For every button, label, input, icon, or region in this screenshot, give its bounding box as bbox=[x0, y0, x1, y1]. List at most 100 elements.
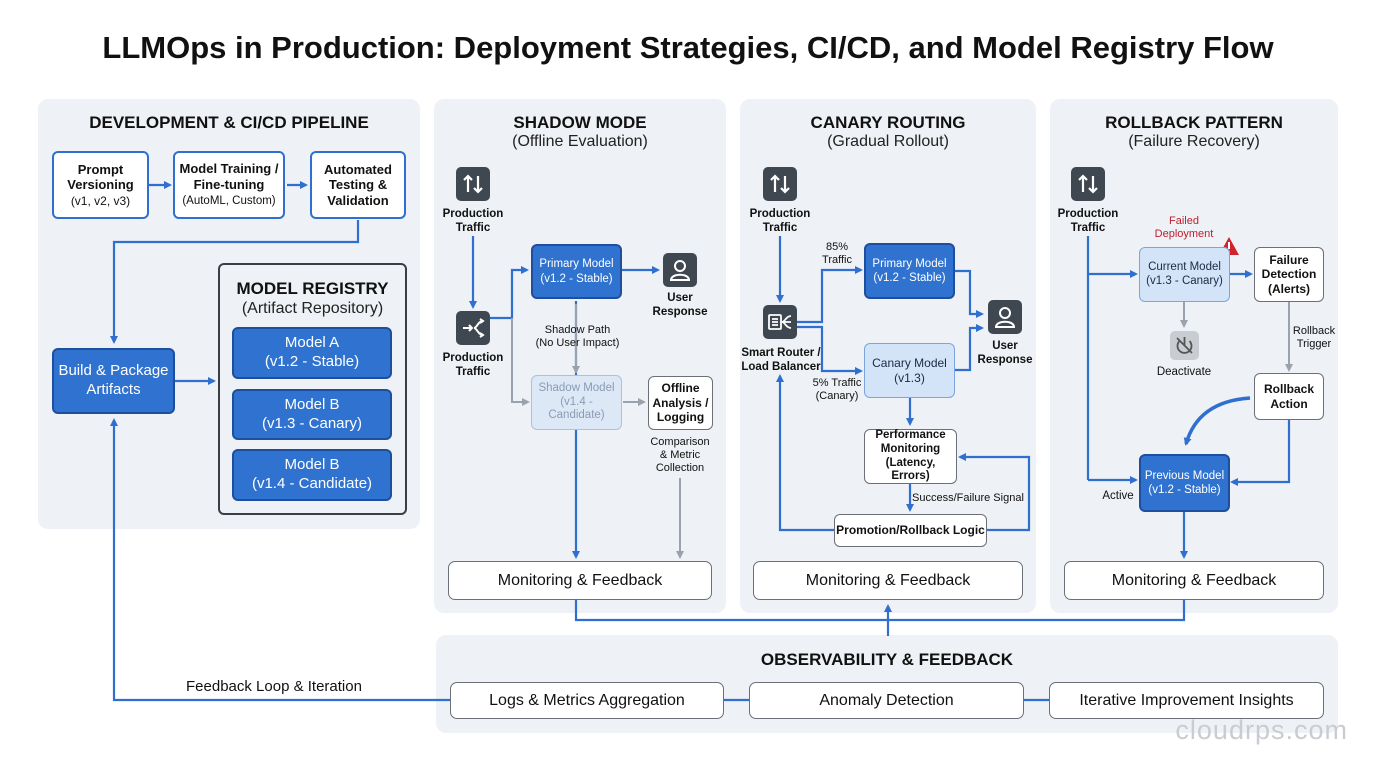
testing-line3: Validation bbox=[327, 192, 389, 208]
pct-main-label: 85%Traffic bbox=[822, 241, 852, 267]
model-b-canary-version: (v1.3 - Canary) bbox=[261, 414, 363, 432]
improvement-insights-box[interactable]: Iterative Improvement Insights bbox=[1049, 682, 1324, 719]
user-icon bbox=[663, 253, 697, 287]
anomaly-detection-box[interactable]: Anomaly Detection bbox=[749, 682, 1024, 719]
watermark: cloudrps.com bbox=[1175, 715, 1348, 745]
shadow-primary-name: Primary Model bbox=[539, 258, 614, 271]
promotion-rollback-box[interactable]: Promotion/Rollback Logic bbox=[834, 514, 987, 547]
shadow-model-line1: Shadow Model bbox=[538, 381, 615, 394]
perf-line2: Monitoring bbox=[880, 442, 941, 455]
testing-line1: Automated bbox=[324, 161, 392, 177]
prompt-line2: Versioning bbox=[67, 177, 134, 193]
shadow-path-label: Shadow Path(No User Impact) bbox=[535, 324, 620, 350]
observability-title: OBSERVABILITY & FEEDBACK bbox=[760, 650, 1014, 669]
registry-model-b-candidate[interactable]: Model B(v1.4 - Candidate) bbox=[232, 449, 392, 501]
canary-model-name: Canary Model bbox=[872, 356, 947, 371]
registry-title: MODEL REGISTRY bbox=[236, 279, 389, 298]
shadow-monitoring-box[interactable]: Monitoring & Feedback bbox=[448, 561, 712, 600]
perf-line3: (Latency, Errors) bbox=[885, 456, 936, 483]
previous-model-version: (v1.2 - Stable) bbox=[1148, 484, 1221, 496]
rollback-subtitle: (Failure Recovery) bbox=[1128, 133, 1260, 150]
canary-primary-name: Primary Model bbox=[872, 257, 947, 270]
build-line1: Build & Package bbox=[58, 362, 169, 380]
canary-monitoring-box[interactable]: Monitoring & Feedback bbox=[753, 561, 1023, 600]
canary-subtitle: (Gradual Rollout) bbox=[827, 133, 949, 150]
training-line2: Fine-tuning bbox=[193, 176, 265, 192]
router-label: Smart Router /Load Balancer bbox=[741, 347, 821, 373]
offline-line2: Analysis / bbox=[652, 395, 709, 410]
build-line2: Artifacts bbox=[86, 381, 141, 398]
model-a-version: (v1.2 - Stable) bbox=[264, 353, 360, 370]
canary-model-box[interactable]: Canary Model(v1.3) bbox=[864, 343, 955, 398]
shadow-title: SHADOW MODE bbox=[513, 113, 647, 132]
failure-line3: (Alerts) bbox=[1267, 281, 1310, 296]
active-label: Active bbox=[1102, 490, 1134, 502]
shadow-model-line3: Candidate) bbox=[548, 409, 605, 422]
current-model-version: (v1.3 - Canary) bbox=[1146, 274, 1223, 287]
model-b-candidate-version: (v1.4 - Candidate) bbox=[251, 475, 373, 492]
action-line1: Rollback bbox=[1263, 382, 1314, 397]
failure-line2: Detection bbox=[1261, 267, 1317, 282]
model-b-canary-name: Model B bbox=[284, 395, 340, 413]
shadow-primary-version: (v1.2 - Stable) bbox=[540, 272, 613, 285]
deactivate-icon bbox=[1170, 331, 1199, 360]
training-line1: Model Training / bbox=[179, 161, 279, 176]
shadow-model-box[interactable]: Shadow Model(v1.4 -Candidate) bbox=[531, 375, 622, 430]
action-line2: Action bbox=[1270, 396, 1308, 411]
traffic-arrows-icon bbox=[456, 167, 490, 201]
previous-model-name: Previous Model bbox=[1144, 469, 1225, 482]
current-model-box[interactable]: Current Model(v1.3 - Canary) bbox=[1139, 247, 1230, 302]
failure-line1: Failure bbox=[1269, 252, 1309, 267]
prompt-line1: Prompt bbox=[77, 161, 124, 177]
deactivate-label: Deactivate bbox=[1156, 366, 1212, 378]
registry-model-a[interactable]: Model A(v1.2 - Stable) bbox=[232, 327, 392, 379]
canary-model-version: (v1.3) bbox=[894, 370, 925, 385]
shadow-model-line2: (v1.4 - bbox=[560, 395, 593, 408]
prompt-line3: (v1, v2, v3) bbox=[70, 193, 131, 208]
rollback-title: ROLLBACK PATTERN bbox=[1105, 113, 1283, 132]
previous-model-box[interactable]: Previous Model (v1.2 - Stable) bbox=[1139, 454, 1230, 512]
perf-line1: Performance bbox=[875, 428, 946, 441]
model-training-box[interactable]: Model Training /Fine-tuning (AutoML, Cust… bbox=[173, 151, 285, 219]
current-model-name: Current Model bbox=[1148, 260, 1221, 273]
registry-subtitle: (Artifact Repository) bbox=[241, 300, 384, 317]
traffic-split-icon bbox=[456, 311, 490, 345]
model-a-name: Model A bbox=[284, 334, 340, 352]
canary-title: CANARY ROUTING bbox=[810, 113, 966, 132]
logs-metrics-box[interactable]: Logs & Metrics Aggregation bbox=[450, 682, 724, 719]
shadow-subtitle: (Offline Evaluation) bbox=[512, 133, 648, 150]
model-b-candidate-name: Model B bbox=[284, 456, 340, 474]
shadow-primary-model[interactable]: Primary Model(v1.2 - Stable) bbox=[531, 244, 622, 299]
canary-primary-model[interactable]: Primary Model (v1.2 - Stable) bbox=[864, 243, 955, 299]
rollback-monitoring-box[interactable]: Monitoring & Feedback bbox=[1064, 561, 1324, 600]
canary-user-icon bbox=[988, 300, 1022, 334]
training-line3: (AutoML, Custom) bbox=[182, 195, 276, 208]
feedback-loop-label: Feedback Loop & Iteration bbox=[186, 678, 362, 695]
router-icon bbox=[763, 305, 797, 339]
offline-line1: Offline bbox=[661, 381, 700, 396]
page-title: LLMOps in Production: Deployment Strateg… bbox=[102, 30, 1274, 65]
offline-line3: Logging bbox=[656, 410, 705, 425]
dev-title: DEVELOPMENT & CI/CD PIPELINE bbox=[89, 113, 369, 132]
testing-line2: Testing & bbox=[328, 177, 388, 193]
registry-model-b-canary[interactable]: Model B(v1.3 - Canary) bbox=[232, 389, 392, 440]
rollback-traffic-arrows-icon bbox=[1071, 167, 1105, 201]
pct-canary-label: 5% Traffic(Canary) bbox=[812, 377, 862, 403]
canary-primary-version: (v1.2 - Stable) bbox=[873, 272, 946, 284]
